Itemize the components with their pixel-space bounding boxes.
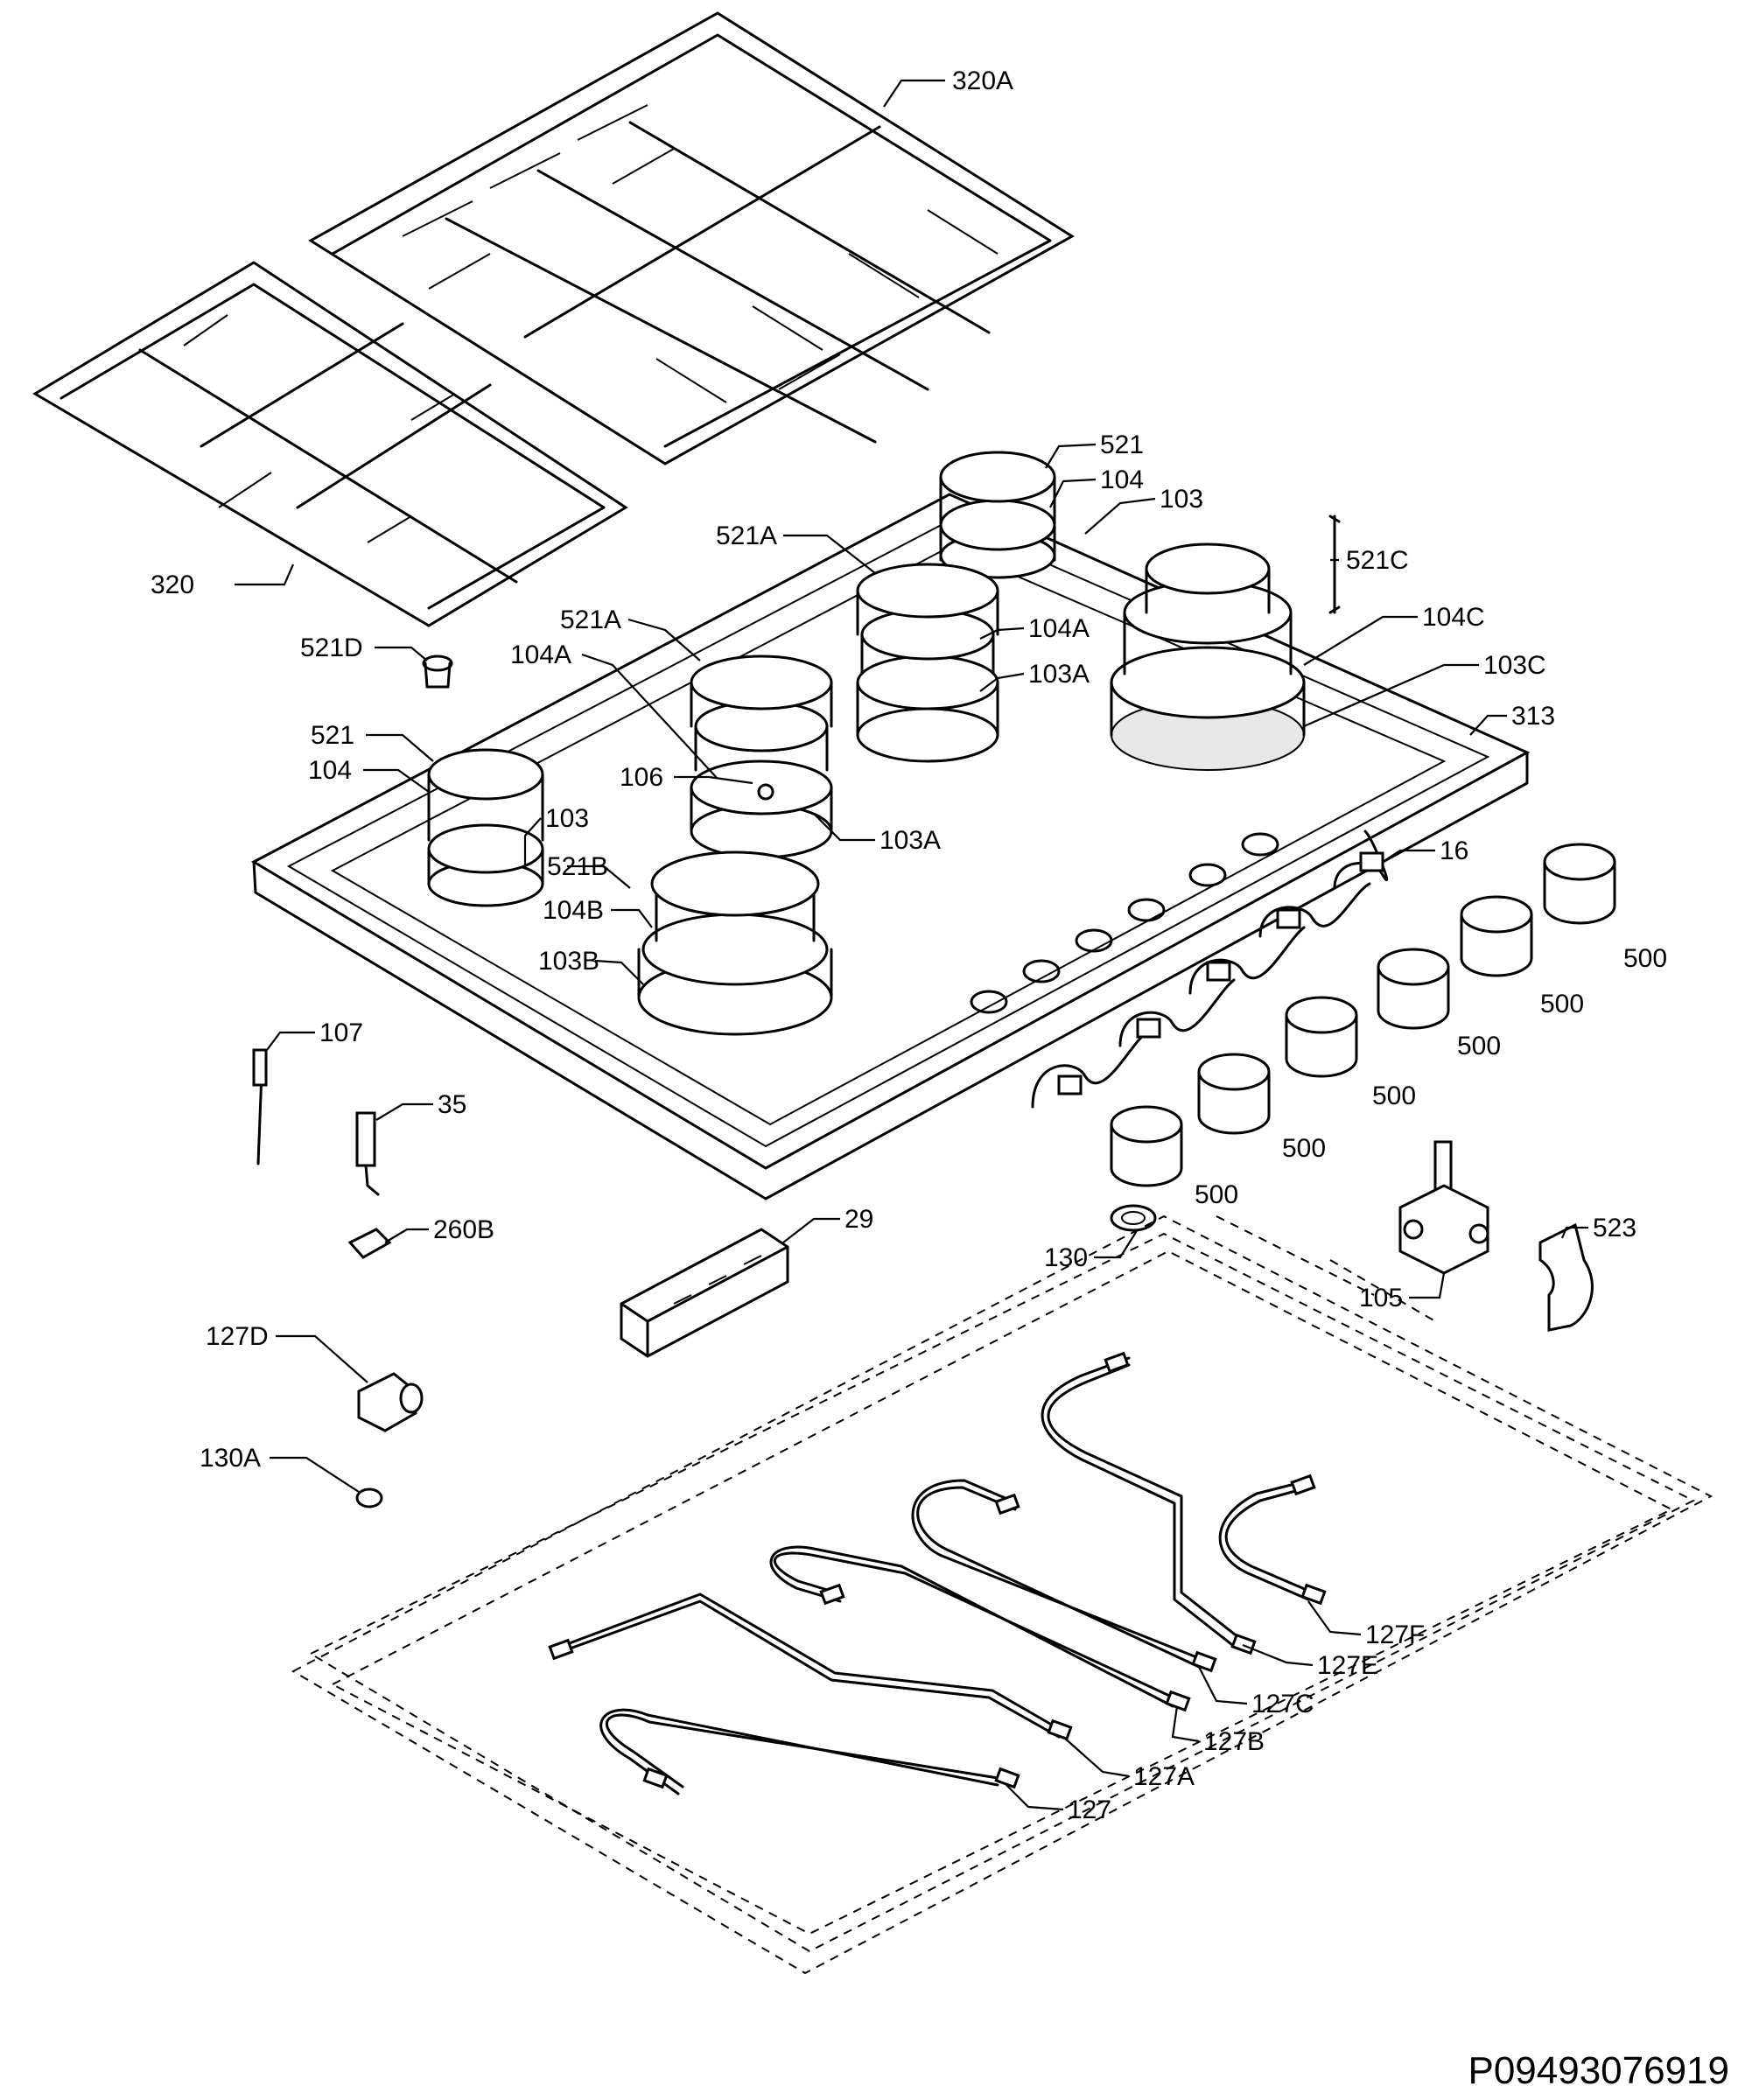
label-104C: 104C — [1422, 603, 1485, 632]
label-521D: 521D — [300, 634, 363, 662]
label-104-left: 104 — [308, 756, 352, 785]
gas-pipes-127[interactable] — [548, 1351, 1327, 1796]
label-103A-mid: 103A — [1028, 660, 1090, 689]
label-521-left: 521 — [311, 721, 354, 750]
label-105: 105 — [1359, 1284, 1403, 1312]
burner-left-middle[interactable] — [690, 654, 833, 859]
label-106: 106 — [620, 763, 663, 792]
label-521C: 521C — [1346, 546, 1409, 575]
label-260B: 260B — [433, 1215, 494, 1244]
label-500-3: 500 — [1372, 1082, 1416, 1110]
knob — [1110, 1105, 1183, 1187]
burner-middle[interactable] — [856, 563, 999, 763]
knob — [1460, 895, 1533, 977]
label-127D: 127D — [206, 1322, 269, 1351]
knob — [1377, 948, 1450, 1030]
elbow-fitting-127D[interactable] — [357, 1372, 424, 1432]
label-500-2: 500 — [1282, 1134, 1326, 1163]
control-knobs-500[interactable] — [1110, 843, 1616, 1187]
label-104-top: 104 — [1100, 466, 1144, 494]
injector-521D[interactable] — [422, 654, 453, 689]
label-521-top: 521 — [1100, 430, 1144, 459]
label-127B: 127B — [1203, 1727, 1265, 1756]
control-panel-holes — [970, 832, 1279, 1014]
pan-support-320[interactable] — [32, 261, 628, 627]
seal-130A[interactable] — [355, 1488, 383, 1508]
bracket-523[interactable] — [1538, 1222, 1594, 1332]
leader-lines — [235, 79, 1588, 1811]
label-103C: 103C — [1483, 651, 1546, 680]
seal-130[interactable] — [1110, 1204, 1157, 1232]
label-521A-top: 521A — [716, 522, 777, 550]
pan-support-320A[interactable] — [308, 11, 1075, 466]
label-313: 313 — [1511, 702, 1555, 731]
label-523: 523 — [1593, 1214, 1636, 1242]
label-500-5: 500 — [1540, 990, 1584, 1018]
clip-260B[interactable] — [347, 1228, 392, 1259]
label-500-4: 500 — [1457, 1032, 1501, 1060]
knob — [1197, 1053, 1271, 1135]
label-130: 130 — [1044, 1243, 1088, 1272]
base-tray — [291, 1214, 1713, 1975]
document-id: P09493076919 — [1468, 2049, 1729, 2092]
electrode-35[interactable] — [355, 1111, 380, 1196]
label-104A-left: 104A — [510, 640, 571, 669]
label-500-1: 500 — [1195, 1180, 1238, 1209]
label-104A-mid: 104A — [1028, 614, 1090, 643]
label-127: 127 — [1068, 1796, 1111, 1824]
label-107: 107 — [319, 1018, 363, 1047]
label-127C: 127C — [1251, 1690, 1314, 1718]
knob — [1285, 996, 1358, 1078]
label-521A-left: 521A — [560, 606, 621, 634]
label-130A: 130A — [200, 1444, 261, 1473]
label-103-left: 103 — [545, 804, 589, 833]
burner-rear-small[interactable] — [939, 451, 1056, 579]
label-127E: 127E — [1317, 1651, 1378, 1680]
label-35: 35 — [438, 1090, 466, 1119]
burner-front-left-small[interactable] — [427, 748, 544, 907]
part-labels: 320A 320 521 104 103 521A 521C 104A 104C… — [151, 66, 1667, 1824]
label-500-6: 500 — [1623, 944, 1667, 973]
bracket-521C[interactable] — [1328, 514, 1341, 614]
label-521B: 521B — [547, 852, 608, 881]
label-320: 320 — [151, 570, 194, 599]
gas-valve-105[interactable] — [1398, 1140, 1489, 1275]
burner-wok-right[interactable] — [1110, 542, 1306, 771]
label-29: 29 — [844, 1205, 873, 1234]
label-103B: 103B — [538, 947, 599, 976]
label-127A: 127A — [1133, 1762, 1195, 1791]
label-104B: 104B — [543, 896, 604, 925]
label-103A-left: 103A — [880, 826, 941, 855]
label-16: 16 — [1440, 836, 1468, 865]
ignition-module-29[interactable] — [620, 1228, 789, 1358]
label-103-top: 103 — [1160, 485, 1203, 514]
label-320A: 320A — [952, 66, 1013, 95]
burner-front-large[interactable] — [637, 850, 833, 1036]
label-127F: 127F — [1365, 1620, 1425, 1649]
thermocouple-107[interactable] — [252, 1048, 268, 1166]
knob — [1543, 843, 1616, 925]
